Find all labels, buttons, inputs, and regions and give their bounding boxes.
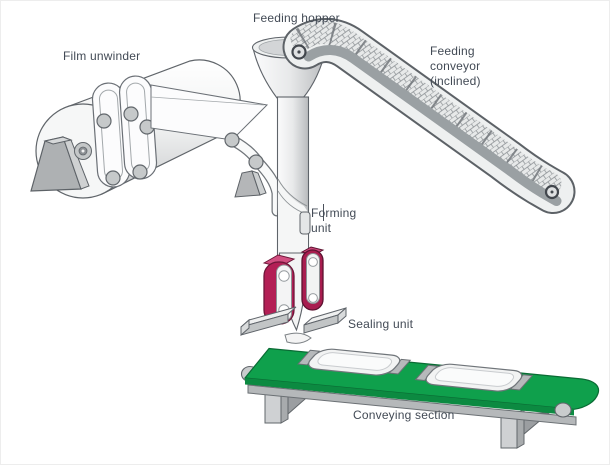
forming-unit-collar	[299, 211, 311, 235]
label-film-unwinder: Film unwinder	[63, 49, 141, 63]
conveying-section	[240, 347, 600, 449]
pulldown-right-roller-top	[308, 257, 318, 267]
roll-hub	[74, 142, 92, 160]
label-forming-unit-line1: Forming	[311, 206, 357, 220]
tube-film-wrap	[277, 179, 308, 253]
label-forming-unit: Forming unit	[311, 206, 356, 236]
belt-right-roller	[554, 402, 572, 418]
sealing-jaw-right	[303, 306, 347, 334]
jaw-right-end	[337, 306, 347, 325]
conveyor-tail-pulley-dot	[550, 190, 554, 194]
jaw-left-end	[240, 318, 250, 337]
label-feeding-conveyor-line1: Feeding	[430, 44, 475, 58]
sealing-jaw-left	[240, 306, 297, 337]
film-unwinder	[30, 59, 283, 217]
label-feeding-conveyor-line3: (inclined)	[430, 74, 481, 88]
forming-bag-tip	[284, 332, 312, 344]
roll-stand-near	[30, 136, 90, 192]
belt-frame-front	[247, 384, 577, 426]
pulldown-right-roller-bottom	[308, 293, 318, 303]
label-forming-unit-line2: unit	[311, 221, 332, 235]
film-web-fold-line	[150, 96, 265, 106]
label-feeding-conveyor-line2: conveyor	[430, 59, 481, 73]
package-1-highlight	[314, 352, 395, 371]
feeding-hopper-assembly	[251, 36, 328, 332]
pulldown-left-roller-top	[278, 270, 290, 282]
pulldown-belt-right	[300, 246, 325, 311]
pulldown-right-belt	[306, 253, 320, 304]
conveyor-belt-texture	[290, 21, 562, 195]
belt-front-face	[245, 378, 574, 416]
package-2-highlight	[432, 367, 518, 387]
package-1	[295, 347, 413, 377]
label-feeding-conveyor: Feeding conveyor (inclined)	[430, 44, 481, 89]
tube-film-edge-1	[277, 178, 308, 207]
conveyor-head-pulley-dot	[297, 50, 301, 54]
label-conveying-section: Conveying section	[353, 408, 455, 422]
label-feeding-hopper: Feeding hopper	[253, 11, 340, 25]
web-roller-1	[224, 132, 240, 148]
roll-stand-far	[234, 170, 267, 198]
leg-left-column	[264, 391, 282, 424]
label-sealing-unit: Sealing unit	[348, 317, 414, 331]
web-roller-2	[248, 154, 264, 170]
feeding-conveyor	[282, 18, 576, 214]
package-2	[413, 362, 535, 393]
